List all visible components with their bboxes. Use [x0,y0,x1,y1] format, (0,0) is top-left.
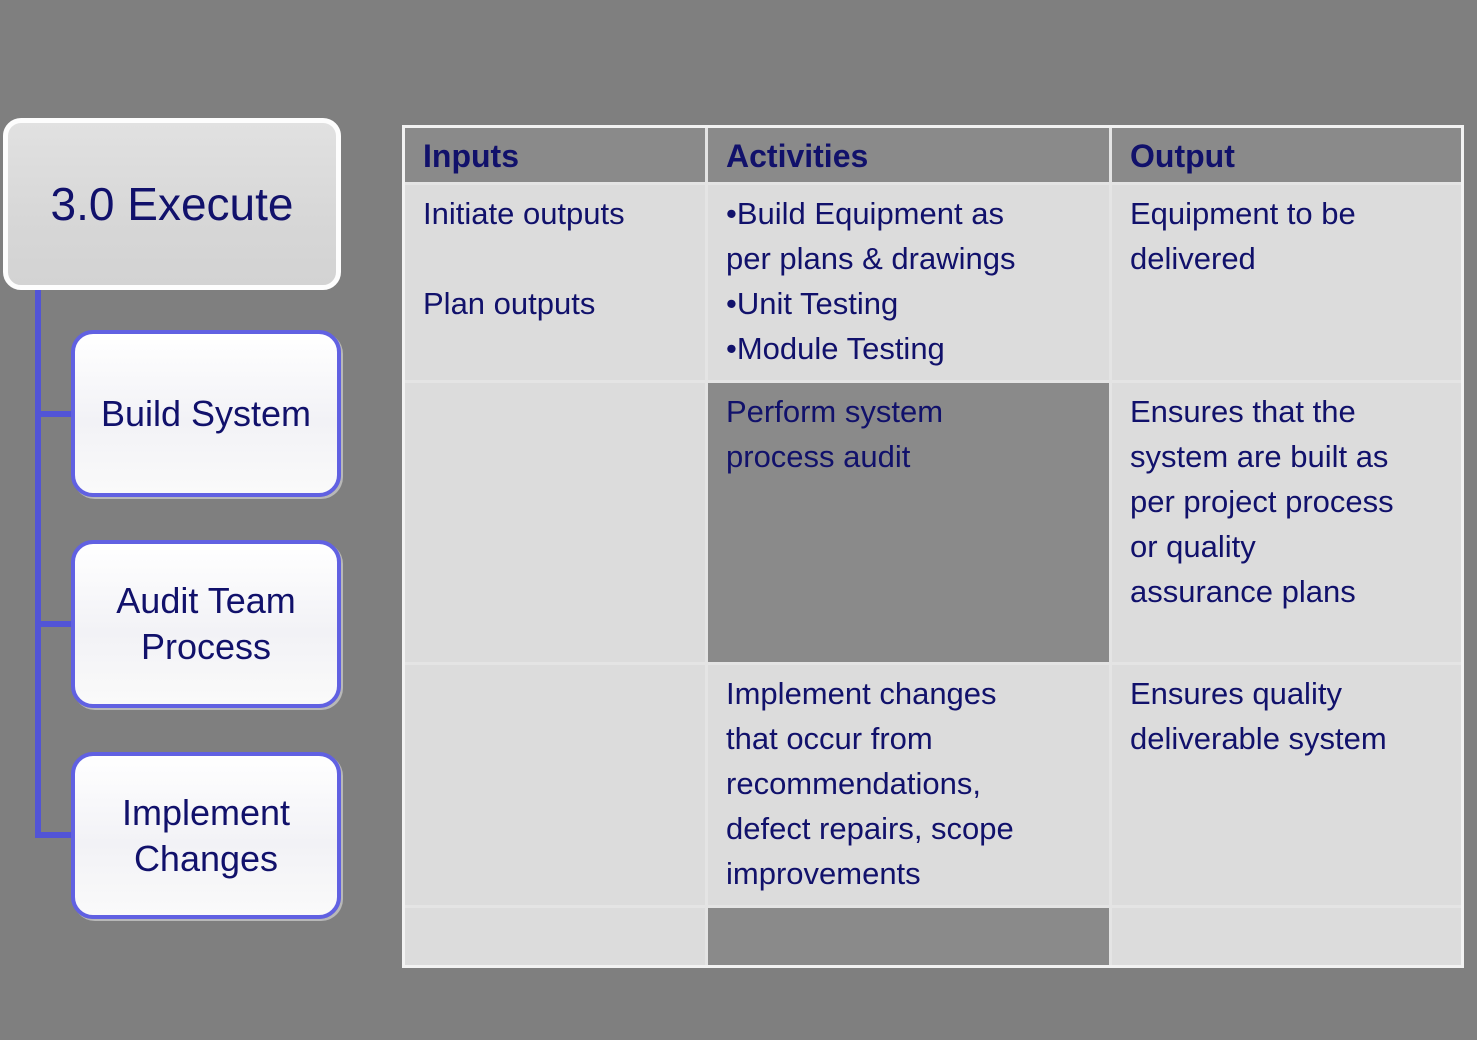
flowchart-node-execute-label: 3.0 Execute [50,178,294,230]
table-cell-row1-inputs: Initiate outputs Plan outputs [405,185,705,380]
connector-stub-build-system [35,411,73,417]
connector-trunk-line [35,290,41,838]
table-cell-row1-activities: •Build Equipment as per plans & drawings… [708,185,1109,380]
table-cell-row2-output: Ensures that the system are built as per… [1112,383,1461,662]
table-cell-row3-output: Ensures quality deliverable system [1112,665,1461,905]
process-table: Inputs Activities Output Initiate output… [402,125,1464,968]
table-cell-row2-inputs [405,383,705,662]
table-cell-row3-inputs [405,665,705,905]
connector-stub-audit-team-process [35,621,73,627]
flowchart-node-audit-team-process-label: Audit Team Process [116,580,296,667]
flowchart-node-build-system-label: Build System [100,392,312,434]
connector-stub-implement-changes [35,832,73,838]
flowchart-node-implement-changes-label: Implement Changes [121,791,291,879]
flowchart-node-build-system: Build System [71,330,341,497]
table-cell-row3-activities: Implement changes that occur from recomm… [708,665,1109,905]
table-header-activities: Activities [708,128,1109,182]
table-cell-row1-output: Equipment to be delivered [1112,185,1461,380]
flowchart-node-audit-team-process: Audit Team Process [71,540,341,708]
table-cell-row2-activities: Perform system process audit [708,383,1109,662]
table-header-output: Output [1112,128,1461,182]
flowchart-node-implement-changes: Implement Changes [71,752,341,919]
table-cell-row4-activities [708,908,1109,965]
table-cell-row4-inputs [405,908,705,965]
flowchart-node-execute: 3.0 Execute [3,118,341,290]
table-cell-row4-output [1112,908,1461,965]
table-header-inputs: Inputs [405,128,705,182]
